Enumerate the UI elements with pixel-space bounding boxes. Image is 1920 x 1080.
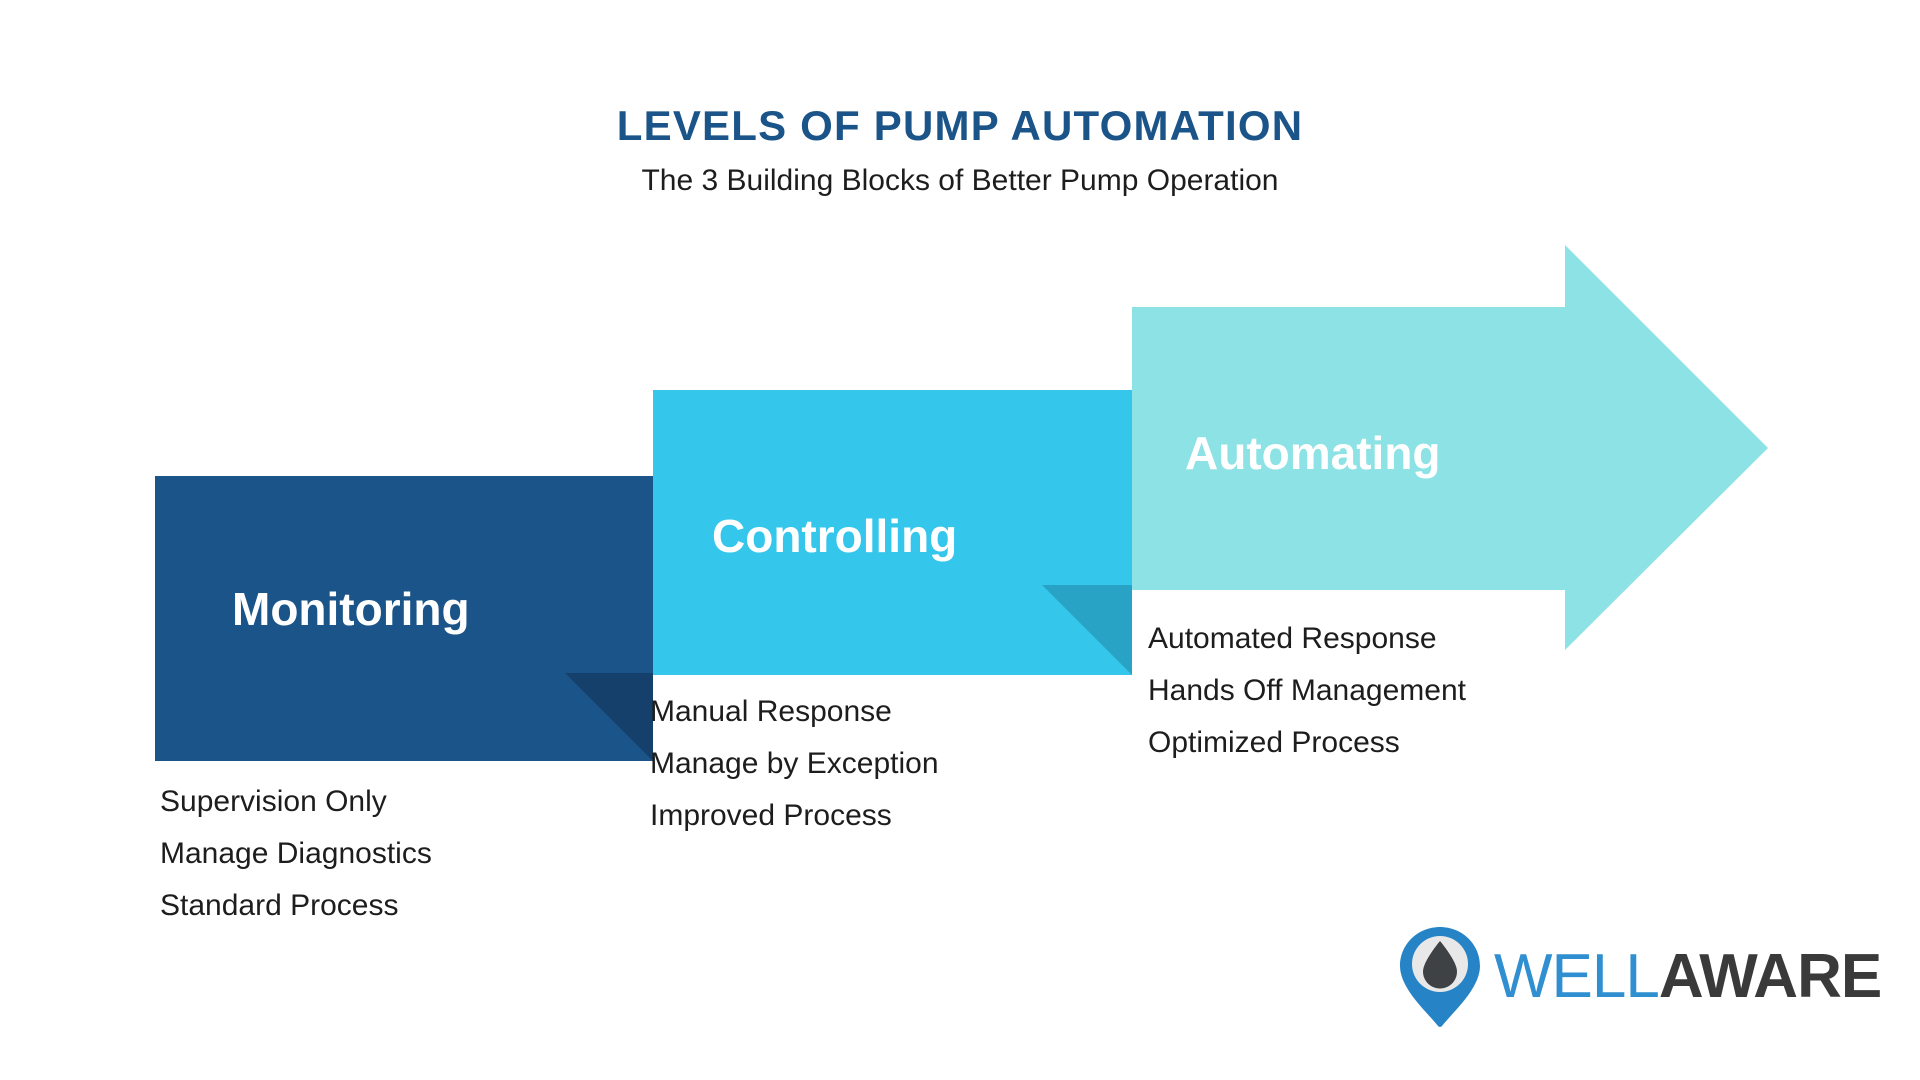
page-subtitle: The 3 Building Blocks of Better Pump Ope… bbox=[641, 164, 1279, 198]
location-pin-droplet-icon bbox=[1400, 927, 1480, 1027]
bullet-item: Optimized Process bbox=[1148, 726, 1400, 759]
bullet-item: Improved Process bbox=[650, 799, 892, 832]
logo-wordmark: WELL AWARE bbox=[1494, 942, 1882, 1011]
stage-label-monitoring: Monitoring bbox=[232, 583, 470, 635]
controlling-block-shape bbox=[653, 390, 1132, 675]
bullet-item: Hands Off Management bbox=[1148, 674, 1466, 707]
monitoring-fold-triangle bbox=[565, 673, 653, 761]
bullet-list-automating: Automated Response Hands Off Management … bbox=[1148, 613, 1466, 769]
bullet-list-controlling: Manual Response Manage by Exception Impr… bbox=[650, 686, 939, 842]
monitoring-block-shape bbox=[155, 476, 653, 761]
bullet-item: Automated Response bbox=[1148, 622, 1437, 655]
header: LEVELS OF PUMP AUTOMATION The 3 Building… bbox=[0, 102, 1920, 198]
page-title: LEVELS OF PUMP AUTOMATION bbox=[616, 102, 1304, 149]
logo-word-aware: AWARE bbox=[1658, 942, 1882, 1011]
bullet-item: Manage Diagnostics bbox=[160, 837, 432, 870]
bullet-item: Manual Response bbox=[650, 695, 892, 728]
bullet-item: Standard Process bbox=[160, 889, 399, 922]
bullet-item: Supervision Only bbox=[160, 785, 387, 818]
brand-logo: WELL AWARE bbox=[1392, 922, 1882, 1032]
controlling-fold-triangle bbox=[1042, 585, 1132, 675]
logo-word-well: WELL bbox=[1494, 942, 1660, 1011]
stage-label-automating: Automating bbox=[1185, 427, 1441, 479]
automating-arrow-shape bbox=[1132, 245, 1768, 650]
bullet-list-monitoring: Supervision Only Manage Diagnostics Stan… bbox=[160, 776, 432, 932]
bullet-item: Manage by Exception bbox=[650, 747, 939, 780]
stage-label-controlling: Controlling bbox=[712, 510, 958, 562]
